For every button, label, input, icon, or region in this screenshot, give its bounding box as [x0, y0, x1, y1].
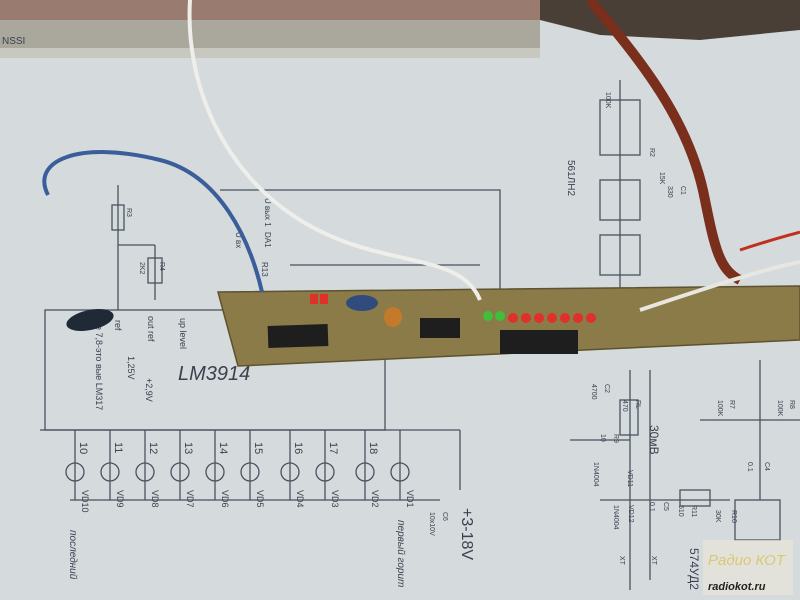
- pin-number: 17: [327, 442, 339, 454]
- electrolytic-capacitor: [66, 309, 114, 331]
- pin-number: 10: [77, 442, 89, 454]
- ic-chip: [420, 318, 460, 338]
- capacitor-label: C2: [603, 384, 610, 393]
- magazine-text: NSSI: [2, 36, 25, 47]
- blue-wire: [42, 150, 264, 293]
- opamp-label: 574УД2: [687, 548, 701, 590]
- led-label: VD2: [370, 490, 380, 508]
- connector-label: XT: [650, 556, 657, 566]
- pin-number: 15: [252, 442, 264, 454]
- inverter-label: 561ЛН2: [565, 160, 576, 196]
- chip-label: LM3914: [178, 363, 250, 385]
- resistor-label: R10: [730, 510, 737, 523]
- led-label: VD6: [220, 490, 230, 508]
- dark-background: [540, 0, 800, 40]
- resistor-label: 100K: [604, 92, 611, 109]
- last-label: последний: [67, 530, 78, 580]
- resistor-label: 470: [621, 400, 628, 412]
- pin-number: 18: [367, 442, 379, 454]
- pin-number: 14: [217, 442, 229, 454]
- led-label: VD8: [150, 490, 160, 508]
- diode-label: VD11: [626, 470, 633, 487]
- led-label: VD4: [295, 490, 305, 508]
- resistor-label: 10: [599, 434, 606, 442]
- led-label: VD7: [185, 490, 195, 508]
- capacitor-label: 0.1: [746, 462, 753, 472]
- input-label: U вых 1: [263, 198, 272, 227]
- input-label: U вх: [234, 232, 243, 248]
- ref-label: ref: [113, 320, 123, 331]
- led-label: VD5: [255, 490, 265, 508]
- ref-label: 1,25V: [126, 356, 136, 380]
- schematic-lines: [40, 80, 800, 590]
- led-label: VD9: [115, 490, 125, 508]
- resistor-label: R3: [125, 208, 132, 217]
- ref-label: up level: [178, 318, 188, 349]
- resistor-label: R2: [648, 148, 655, 157]
- resistor-label: 15K: [658, 172, 665, 185]
- pin-number: 11: [112, 442, 124, 453]
- watermark-box: [703, 540, 793, 595]
- capacitor-label: C4: [763, 462, 770, 471]
- capacitor: [346, 295, 378, 311]
- ic-chip-lm3914: [500, 330, 578, 354]
- capacitor-label: C5: [662, 502, 669, 511]
- white-wire: [187, 0, 482, 301]
- diode-label: 1N4004: [612, 505, 619, 530]
- led-label: VD3: [330, 490, 340, 508]
- white-wire-right: [639, 260, 800, 312]
- first-lit-label: первый горит: [395, 520, 406, 587]
- pin-number: 16: [292, 442, 304, 454]
- resistor-label: 100K: [776, 400, 783, 417]
- resistor-label: 510: [677, 505, 684, 517]
- resistor-label: R8: [788, 400, 795, 409]
- diode-label: 1N4004: [592, 462, 599, 487]
- capacitor-label: 10x10V: [428, 512, 435, 536]
- capacitor-label: 4700: [590, 384, 597, 400]
- resistor-label: R4: [158, 262, 165, 271]
- connector-label: XT: [618, 556, 625, 566]
- led-label: VD1: [405, 490, 415, 508]
- capacitor-label: 330: [666, 186, 673, 198]
- capacitor: [384, 307, 402, 327]
- resistor-label: 30K: [714, 510, 721, 523]
- ref-label: out ref: [146, 316, 156, 342]
- led-row: [310, 294, 596, 323]
- resistor-label: R9: [612, 434, 619, 443]
- watermark-url: radiokot.ru: [708, 581, 766, 593]
- red-wire: [739, 230, 800, 252]
- resistor-label: R7: [728, 400, 735, 409]
- watermark-logo: Радио КОТ: [708, 552, 787, 569]
- ic-chip: [267, 323, 329, 349]
- led-symbols: [65, 462, 410, 482]
- resistor-label: 100K: [716, 400, 723, 417]
- resistor-label: RL: [634, 400, 641, 409]
- capacitor-label: 0.1: [648, 502, 655, 512]
- capacitor-label: C1: [679, 186, 686, 195]
- brown-cable: [586, 0, 743, 285]
- resistor-label: R11: [690, 505, 697, 517]
- diode-label: VD12: [627, 505, 634, 523]
- input-label: R13: [260, 262, 269, 277]
- led-label: VD10: [80, 490, 90, 513]
- pin-number: 12: [147, 442, 159, 454]
- resistor-label: 2K2: [138, 262, 145, 275]
- ref-label: +2,9V: [144, 378, 154, 402]
- millivolt-label: 30мВ: [647, 425, 661, 455]
- supply-label: +3-18V: [458, 508, 475, 560]
- capacitor-label: C6: [441, 512, 448, 521]
- pin-number: 13: [182, 442, 194, 454]
- regulator-note: ue 7,8-это вые LM317: [94, 320, 104, 410]
- input-label: DA1: [263, 232, 272, 248]
